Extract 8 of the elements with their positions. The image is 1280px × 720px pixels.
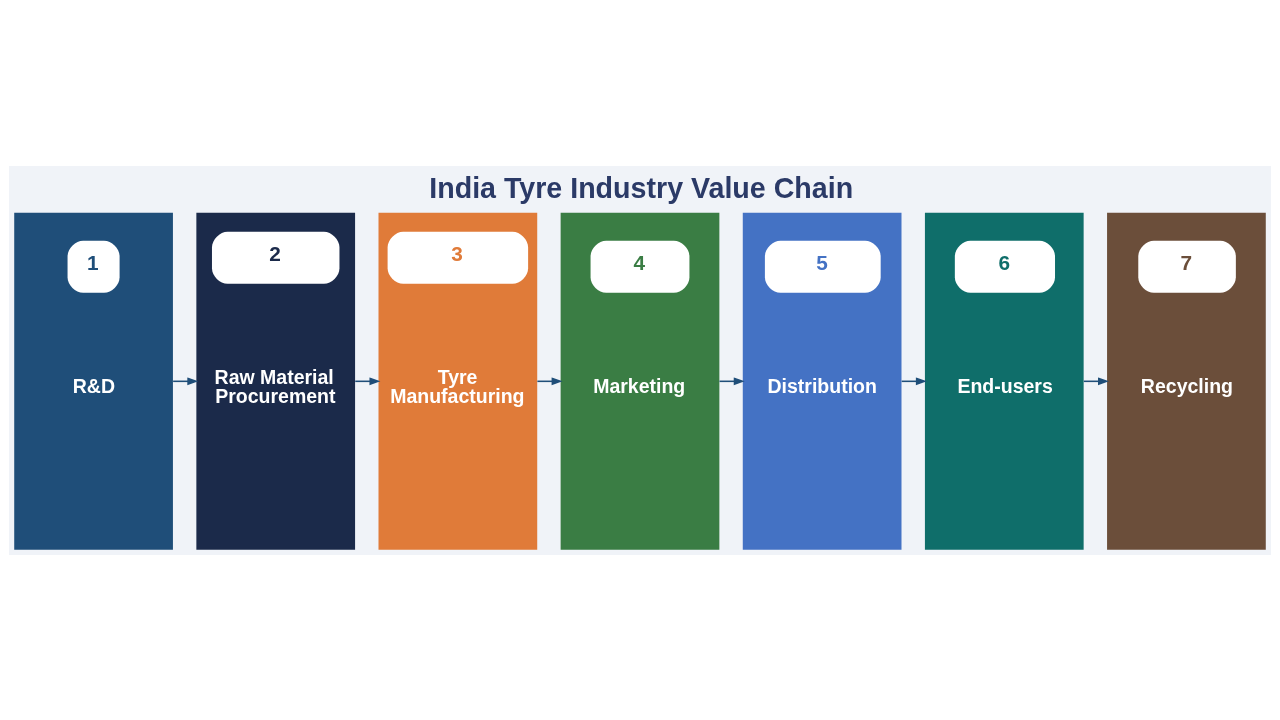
node-box: 2 Raw Material Procurement	[196, 212, 356, 550]
diagram-title: India Tyre Industry Value Chain	[429, 171, 854, 204]
node-box: 7 Recycling	[1107, 212, 1266, 550]
node-box: 1 R&D	[14, 212, 173, 550]
node-box: 5 Distribution	[742, 212, 902, 550]
node-box: 6 End-users	[924, 212, 1084, 550]
node-box: 4 Marketing	[560, 212, 720, 550]
node-box: 3 Tyre Manufacturing	[378, 212, 538, 550]
